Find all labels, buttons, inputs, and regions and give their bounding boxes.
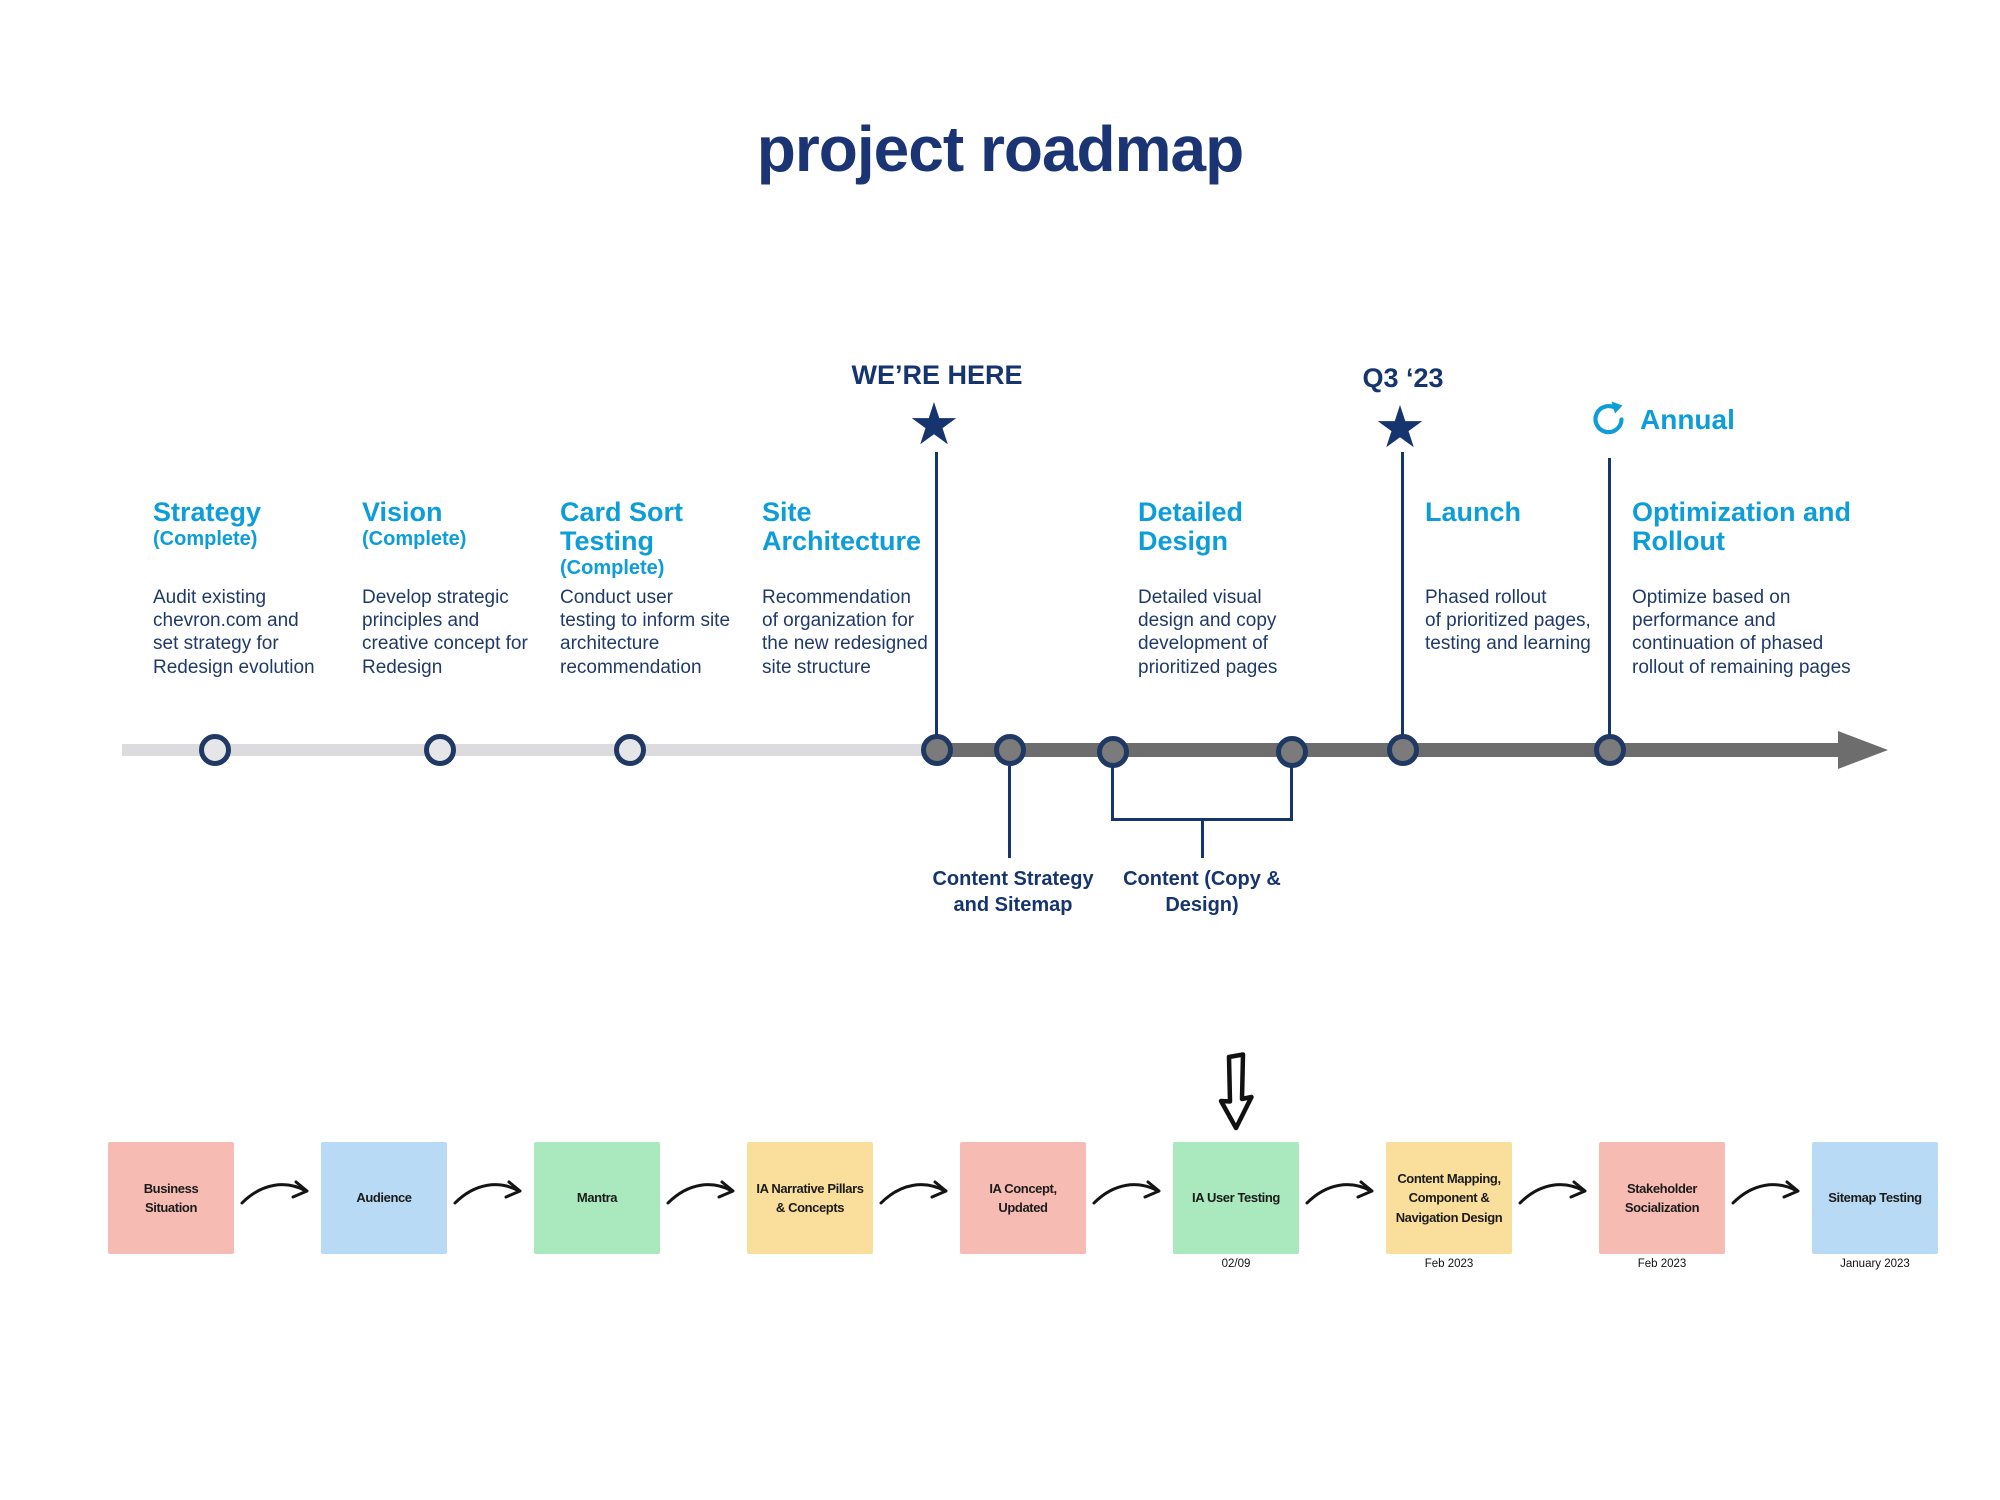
bracket-left-line (1111, 766, 1114, 820)
bracket-stub-line (1201, 820, 1204, 858)
star-icon: ★ (1374, 393, 1426, 461)
timeline-dot-content-strategy (994, 734, 1026, 766)
flow-step-date: January 2023 (1840, 1258, 1910, 1270)
were-here-connector-line (935, 452, 938, 738)
milestone-strategy: Strategy(Complete) Audit existing chevro… (153, 497, 328, 678)
milestone-heading: Launch (1425, 497, 1522, 527)
milestone-heading: Card Sort Testing (560, 497, 684, 556)
q3-label: Q3 ‘23 (1362, 363, 1444, 393)
down-arrow-icon (1218, 1052, 1254, 1131)
flow-step-label: IA Narrative Pillars & Concepts (756, 1180, 864, 1216)
milestone-heading: Strategy (153, 497, 262, 527)
milestone-card-sort-testing: Card Sort Testing(Complete) Conduct user… (560, 497, 760, 678)
timeline-dot-card-sort (614, 734, 646, 766)
flow-step-label: IA Concept, Updated (989, 1180, 1057, 1216)
curved-arrow-icon (240, 1180, 308, 1205)
milestone-description: Optimize based on performance and contin… (1632, 587, 1851, 678)
flow-step-content-mapping: Content Mapping, Component & Navigation … (1386, 1142, 1512, 1270)
timeline-dot-vision (424, 734, 456, 766)
flow-step-mantra: Mantra (534, 1142, 660, 1254)
flow-step-label: Mantra (576, 1190, 618, 1206)
q3-connector-line (1401, 452, 1404, 738)
timeline-dot-site-architecture (921, 734, 953, 766)
milestone-heading: Detailed Design (1138, 497, 1244, 556)
timeline-dot-optimization (1594, 734, 1626, 766)
flow-step-stakeholder-socialization: Stakeholder Socialization Feb 2023 (1599, 1142, 1725, 1270)
timeline-track-completed (122, 744, 937, 756)
flow-step-date: Feb 2023 (1424, 1258, 1474, 1270)
flow-step-sitemap-testing: Sitemap Testing January 2023 (1812, 1142, 1938, 1270)
milestone-description: Conduct user testing to inform site arch… (560, 587, 731, 678)
process-flow: Business Situation Audience Mantra IA Na… (108, 1142, 1938, 1270)
flow-step-label: Content Mapping, Component & Navigation … (1395, 1170, 1503, 1225)
milestone-optimization-rollout: Optimization and Rollout Optimize based … (1632, 497, 1877, 678)
timeline-dot-content-start (1097, 736, 1129, 768)
content-strategy-connector-line (1008, 766, 1011, 858)
flow-step-date: Feb 2023 (1637, 1258, 1687, 1270)
milestone-description: Develop strategic principles and creativ… (362, 587, 528, 678)
flow-step-label: IA User Testing (1192, 1190, 1280, 1206)
flow-step-label: Audience (356, 1190, 412, 1206)
flow-step-business-situation: Business Situation (108, 1142, 234, 1254)
flow-step-label: Sitemap Testing (1828, 1190, 1922, 1206)
milestone-launch: Launch Phased rollout of prioritized pag… (1425, 498, 1620, 658)
flow-step-ia-concept-updated: IA Concept, Updated (960, 1142, 1086, 1254)
curved-arrow-icon (1518, 1180, 1586, 1205)
bracket-right-line (1290, 766, 1293, 820)
milestone-status: (Complete) (560, 556, 665, 579)
curved-arrow-icon (1731, 1180, 1799, 1205)
bracket-bottom-line (1111, 818, 1293, 821)
timeline-dot-launch (1387, 734, 1419, 766)
milestone-vision: Vision(Complete) Develop strategic princ… (362, 497, 547, 678)
annual-connector-line (1608, 458, 1611, 738)
flow-step-ia-narrative-pillars: IA Narrative Pillars & Concepts (747, 1142, 873, 1254)
annual-marker: Annual (1588, 400, 1735, 440)
milestone-description: Audit existing chevron.com and set strat… (153, 587, 315, 678)
timeline-dot-strategy (199, 734, 231, 766)
curved-arrow-icon (1305, 1180, 1373, 1205)
were-here-label: WE’RE HERE (851, 360, 1023, 390)
milestone-status: (Complete) (362, 527, 467, 550)
curved-arrow-icon (879, 1180, 947, 1205)
flow-step-ia-user-testing: IA User Testing 02/09 (1173, 1142, 1299, 1270)
content-strategy-label: Content Strategy and Sitemap (932, 868, 1094, 916)
curved-arrow-icon (453, 1180, 521, 1205)
star-icon: ★ (908, 390, 960, 458)
milestone-description: Detailed visual design and copy developm… (1138, 587, 1278, 678)
content-copy-design-label: Content (Copy & Design) (1123, 868, 1281, 916)
timeline-arrowhead (1838, 731, 1888, 769)
timeline-dot-content-end (1276, 736, 1308, 768)
curved-arrow-icon (666, 1180, 734, 1205)
milestone-status: (Complete) (153, 527, 258, 550)
flow-step-label: Stakeholder Socialization (1624, 1180, 1700, 1216)
milestone-heading: Site Architecture (762, 497, 922, 556)
flow-step-audience: Audience (321, 1142, 447, 1254)
annual-label: Annual (1640, 404, 1735, 435)
refresh-icon (1593, 401, 1624, 435)
milestone-site-architecture: Site Architecture Recommendation of orga… (762, 497, 947, 678)
flow-step-label: Business Situation (143, 1180, 199, 1216)
milestone-heading: Vision (362, 497, 443, 527)
milestone-heading: Optimization and Rollout (1632, 497, 1851, 556)
curved-arrow-icon (1092, 1180, 1160, 1205)
milestone-detailed-design: Detailed Design Detailed visual design a… (1138, 497, 1308, 678)
flow-step-date: 02/09 (1221, 1258, 1251, 1270)
page-title: project roadmap (756, 113, 1244, 185)
milestone-description: Phased rollout of prioritized pages, tes… (1425, 587, 1591, 655)
milestone-description: Recommendation of organization for the n… (762, 587, 928, 678)
